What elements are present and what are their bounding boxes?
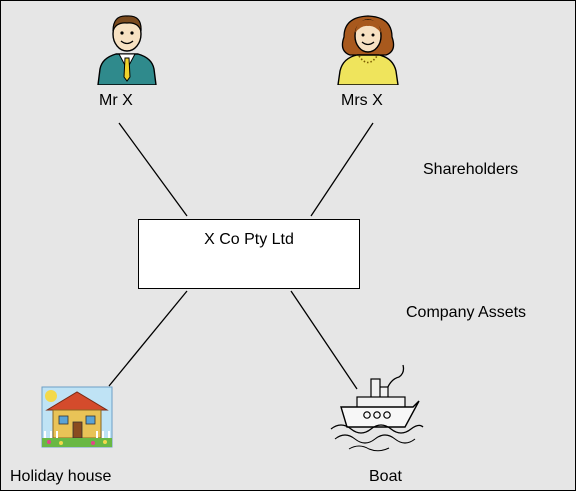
house-icon	[41, 386, 113, 448]
holiday-house-label: Holiday house	[10, 468, 112, 485]
mrs-x-label: Mrs X	[341, 92, 383, 109]
man-icon	[97, 15, 157, 85]
connector-mr-x-to-company	[118, 122, 188, 217]
boat-label: Boat	[369, 468, 402, 485]
company-name: X Co Pty Ltd	[204, 231, 294, 248]
connector-mrs-x-to-company	[310, 122, 374, 217]
shareholders-label: Shareholders	[423, 161, 519, 178]
company-assets-label: Company Assets	[406, 304, 527, 321]
woman-icon	[337, 15, 399, 85]
connector-company-to-house	[108, 290, 188, 387]
company-box: X Co Pty Ltd	[138, 219, 360, 289]
mr-x-label: Mr X	[99, 92, 133, 109]
boat-icon	[330, 364, 424, 452]
connector-company-to-boat	[290, 290, 358, 390]
